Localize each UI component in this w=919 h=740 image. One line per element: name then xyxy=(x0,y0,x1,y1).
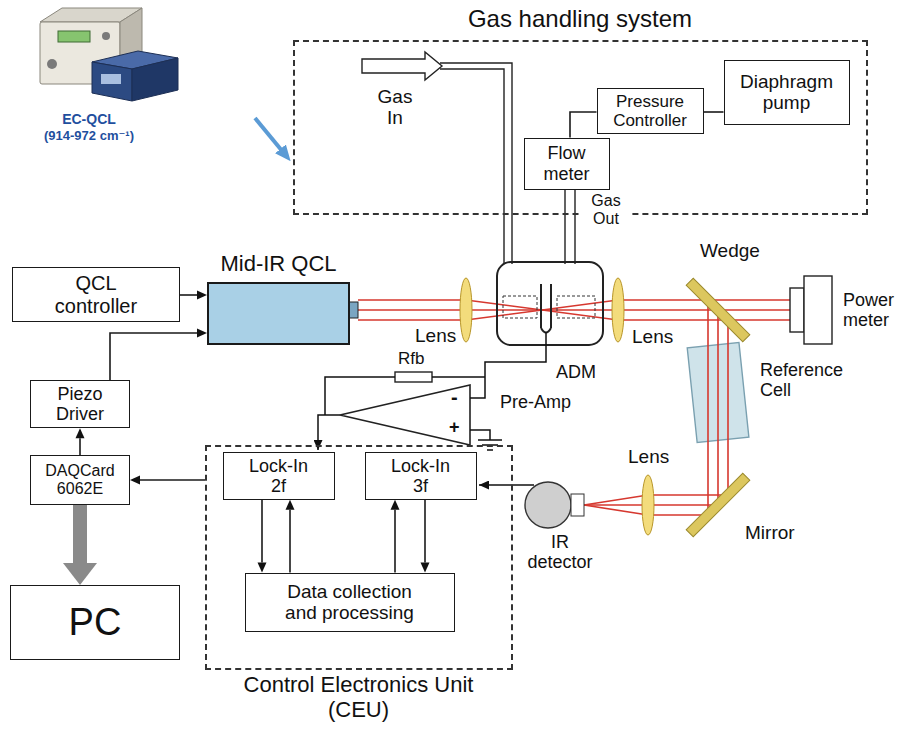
box-label: Pressure Controller xyxy=(604,92,697,130)
laser-beam xyxy=(584,320,728,505)
box-label: Lock-In 2f xyxy=(244,456,314,496)
connector-line xyxy=(261,500,263,563)
part-label: Lens xyxy=(632,326,673,347)
part-label: Lens xyxy=(628,446,669,467)
lens-symbol xyxy=(612,278,624,342)
pin-sign: + xyxy=(449,417,460,437)
gas-inlet-arrow xyxy=(362,52,442,80)
resonator-tube xyxy=(503,296,537,318)
group-box: Gas handling systemPressure ControllerDi… xyxy=(293,40,868,215)
pin-sign: - xyxy=(451,386,458,408)
photo-caption: EC-QCL xyxy=(28,112,150,128)
lens-symbol xyxy=(642,475,654,535)
box-label: Piezo Driver xyxy=(37,384,123,424)
group-heading: Gas handling system xyxy=(253,6,908,33)
connector-line xyxy=(140,479,205,481)
cell-body xyxy=(497,262,603,345)
adm-cell xyxy=(497,262,603,345)
part-label: Pre-Amp xyxy=(500,392,571,412)
flow-label: Gas Out xyxy=(582,192,630,228)
process-box: PC xyxy=(10,585,180,660)
controller-display xyxy=(58,31,90,42)
process-box: Flow meter xyxy=(524,138,610,190)
connector-line xyxy=(110,333,197,380)
laser-beam xyxy=(584,310,718,505)
box-label: Diaphragm pump xyxy=(731,71,843,114)
connector-line xyxy=(424,500,426,563)
pointer-arrow xyxy=(255,118,283,152)
part-label: Wedge xyxy=(700,240,760,261)
detector-window xyxy=(571,494,584,516)
process-box: DAQCard 6062E xyxy=(30,455,130,505)
tuning-fork xyxy=(541,284,551,333)
group-box: Control Electronics Unit (CEU)Lock-In 2f… xyxy=(205,445,513,670)
connector-line xyxy=(180,294,197,296)
box-label: DAQCard 6062E xyxy=(37,462,123,498)
flow-label: Gas In xyxy=(372,86,418,129)
process-box: Lock-In 2f xyxy=(223,452,335,500)
process-box: Diaphragm pump xyxy=(724,60,850,125)
resonator-tube xyxy=(557,296,595,318)
box-label: Data collection and processing xyxy=(275,581,425,624)
part-label: ADM xyxy=(556,362,596,382)
box-label: PC xyxy=(69,601,122,644)
part-label: Power meter xyxy=(843,290,911,330)
laser-box: Mid-IR QCL xyxy=(207,282,350,345)
process-box: Pressure Controller xyxy=(597,88,704,134)
connector-line xyxy=(394,510,396,573)
signal-wire xyxy=(479,484,534,486)
gas-outlet-pipe xyxy=(565,190,575,264)
group-heading: Control Electronics Unit (CEU) xyxy=(219,673,499,722)
ec-qcl-photo xyxy=(40,8,178,101)
box-label: Lock-In 3f xyxy=(386,456,456,496)
power-meter-symbol xyxy=(790,288,804,332)
resistor-symbol xyxy=(395,372,432,382)
part-label: Mirror xyxy=(745,522,795,543)
connector-line xyxy=(570,112,597,138)
process-box: Piezo Driver xyxy=(30,380,130,428)
process-box: Data collection and processing xyxy=(245,573,455,632)
lens-symbol xyxy=(460,278,472,342)
component-label: Rfb xyxy=(398,349,424,368)
process-box: QCL controller xyxy=(12,267,180,322)
connector-line xyxy=(704,111,724,113)
detector-symbol xyxy=(525,482,571,528)
laser-head-side xyxy=(132,58,178,101)
controller-knob xyxy=(47,59,57,69)
controller-front xyxy=(40,22,120,84)
process-box: Lock-In 3f xyxy=(365,452,477,500)
group-heading: Mid-IR QCL xyxy=(167,252,390,277)
part-label: Lens xyxy=(415,325,456,346)
circuit-wire xyxy=(325,332,546,440)
laser-head-plate xyxy=(101,74,121,84)
connector-line xyxy=(79,438,81,455)
gas-inlet-pipe xyxy=(440,63,512,264)
power-meter-symbol xyxy=(804,276,832,344)
controller-knob xyxy=(102,32,110,40)
photo-caption: (914-972 cm⁻¹) xyxy=(20,129,158,144)
box-label: Flow meter xyxy=(531,143,603,183)
mirror-symbol xyxy=(686,473,750,537)
connector-line xyxy=(289,510,291,573)
box-label: QCL controller xyxy=(41,272,151,317)
opamp-symbol xyxy=(340,385,470,445)
part-label: IR detector xyxy=(520,532,600,572)
laser-head-front xyxy=(92,62,132,101)
data-flow-arrow xyxy=(73,505,87,563)
part-label: Reference Cell xyxy=(760,360,856,400)
wedge-symbol xyxy=(686,278,750,342)
